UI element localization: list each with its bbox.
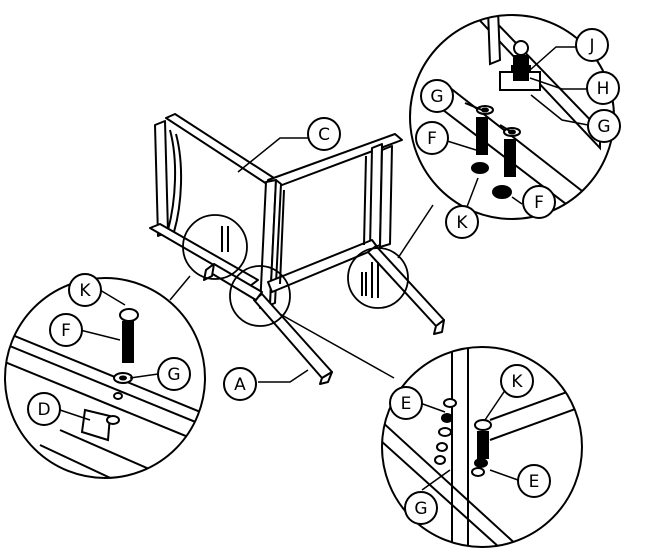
leader-lines bbox=[169, 204, 434, 379]
callout-K-top: K bbox=[445, 205, 479, 239]
callout-H-label: H bbox=[597, 79, 610, 99]
detail-bottom-right bbox=[381, 346, 583, 548]
callout-G-left: G bbox=[157, 357, 191, 391]
callout-G-right-label: G bbox=[414, 499, 427, 519]
callout-E-right-1: E bbox=[389, 386, 423, 420]
callout-K-left: K bbox=[68, 273, 102, 307]
callout-D-left: D bbox=[27, 392, 61, 426]
detail-circle-right-small bbox=[347, 247, 409, 309]
callout-C: C bbox=[307, 117, 341, 151]
callout-F-top-left-label: F bbox=[427, 129, 437, 149]
callout-E-right-1-label: E bbox=[401, 394, 412, 414]
callout-A-label: A bbox=[234, 375, 246, 395]
callout-F-top-right: F bbox=[522, 185, 556, 219]
callout-G-right: G bbox=[404, 491, 438, 525]
callout-H: H bbox=[586, 71, 620, 105]
callout-A: A bbox=[223, 367, 257, 401]
callout-K-right-label: K bbox=[511, 372, 523, 392]
callout-F-left: F bbox=[49, 313, 83, 347]
callout-E-right-2: E bbox=[517, 464, 551, 498]
callout-E-right-2-label: E bbox=[529, 472, 540, 492]
callout-J: J bbox=[575, 28, 609, 62]
callout-K-right: K bbox=[500, 364, 534, 398]
callout-G-top-right: G bbox=[587, 109, 621, 143]
callout-G-top-left: G bbox=[420, 79, 454, 113]
callout-G-top-left-label: G bbox=[430, 87, 443, 107]
detail-circle-left-small bbox=[182, 214, 248, 280]
callout-D-left-label: D bbox=[37, 400, 50, 420]
callout-F-top-right-label: F bbox=[534, 193, 544, 213]
callout-K-top-label: K bbox=[456, 213, 468, 233]
callout-G-top-right-label: G bbox=[597, 117, 610, 137]
detail-left bbox=[4, 277, 206, 479]
detail-circle-center-small bbox=[229, 265, 291, 327]
callout-G-left-label: G bbox=[167, 365, 180, 385]
callout-F-left-label: F bbox=[61, 321, 71, 341]
callout-F-top-left: F bbox=[415, 121, 449, 155]
callout-C-label: C bbox=[318, 125, 330, 145]
callout-J-label: J bbox=[588, 36, 594, 56]
callout-lines bbox=[59, 46, 589, 491]
frame-assembly bbox=[149, 113, 445, 385]
callout-K-left-label: K bbox=[79, 281, 91, 301]
